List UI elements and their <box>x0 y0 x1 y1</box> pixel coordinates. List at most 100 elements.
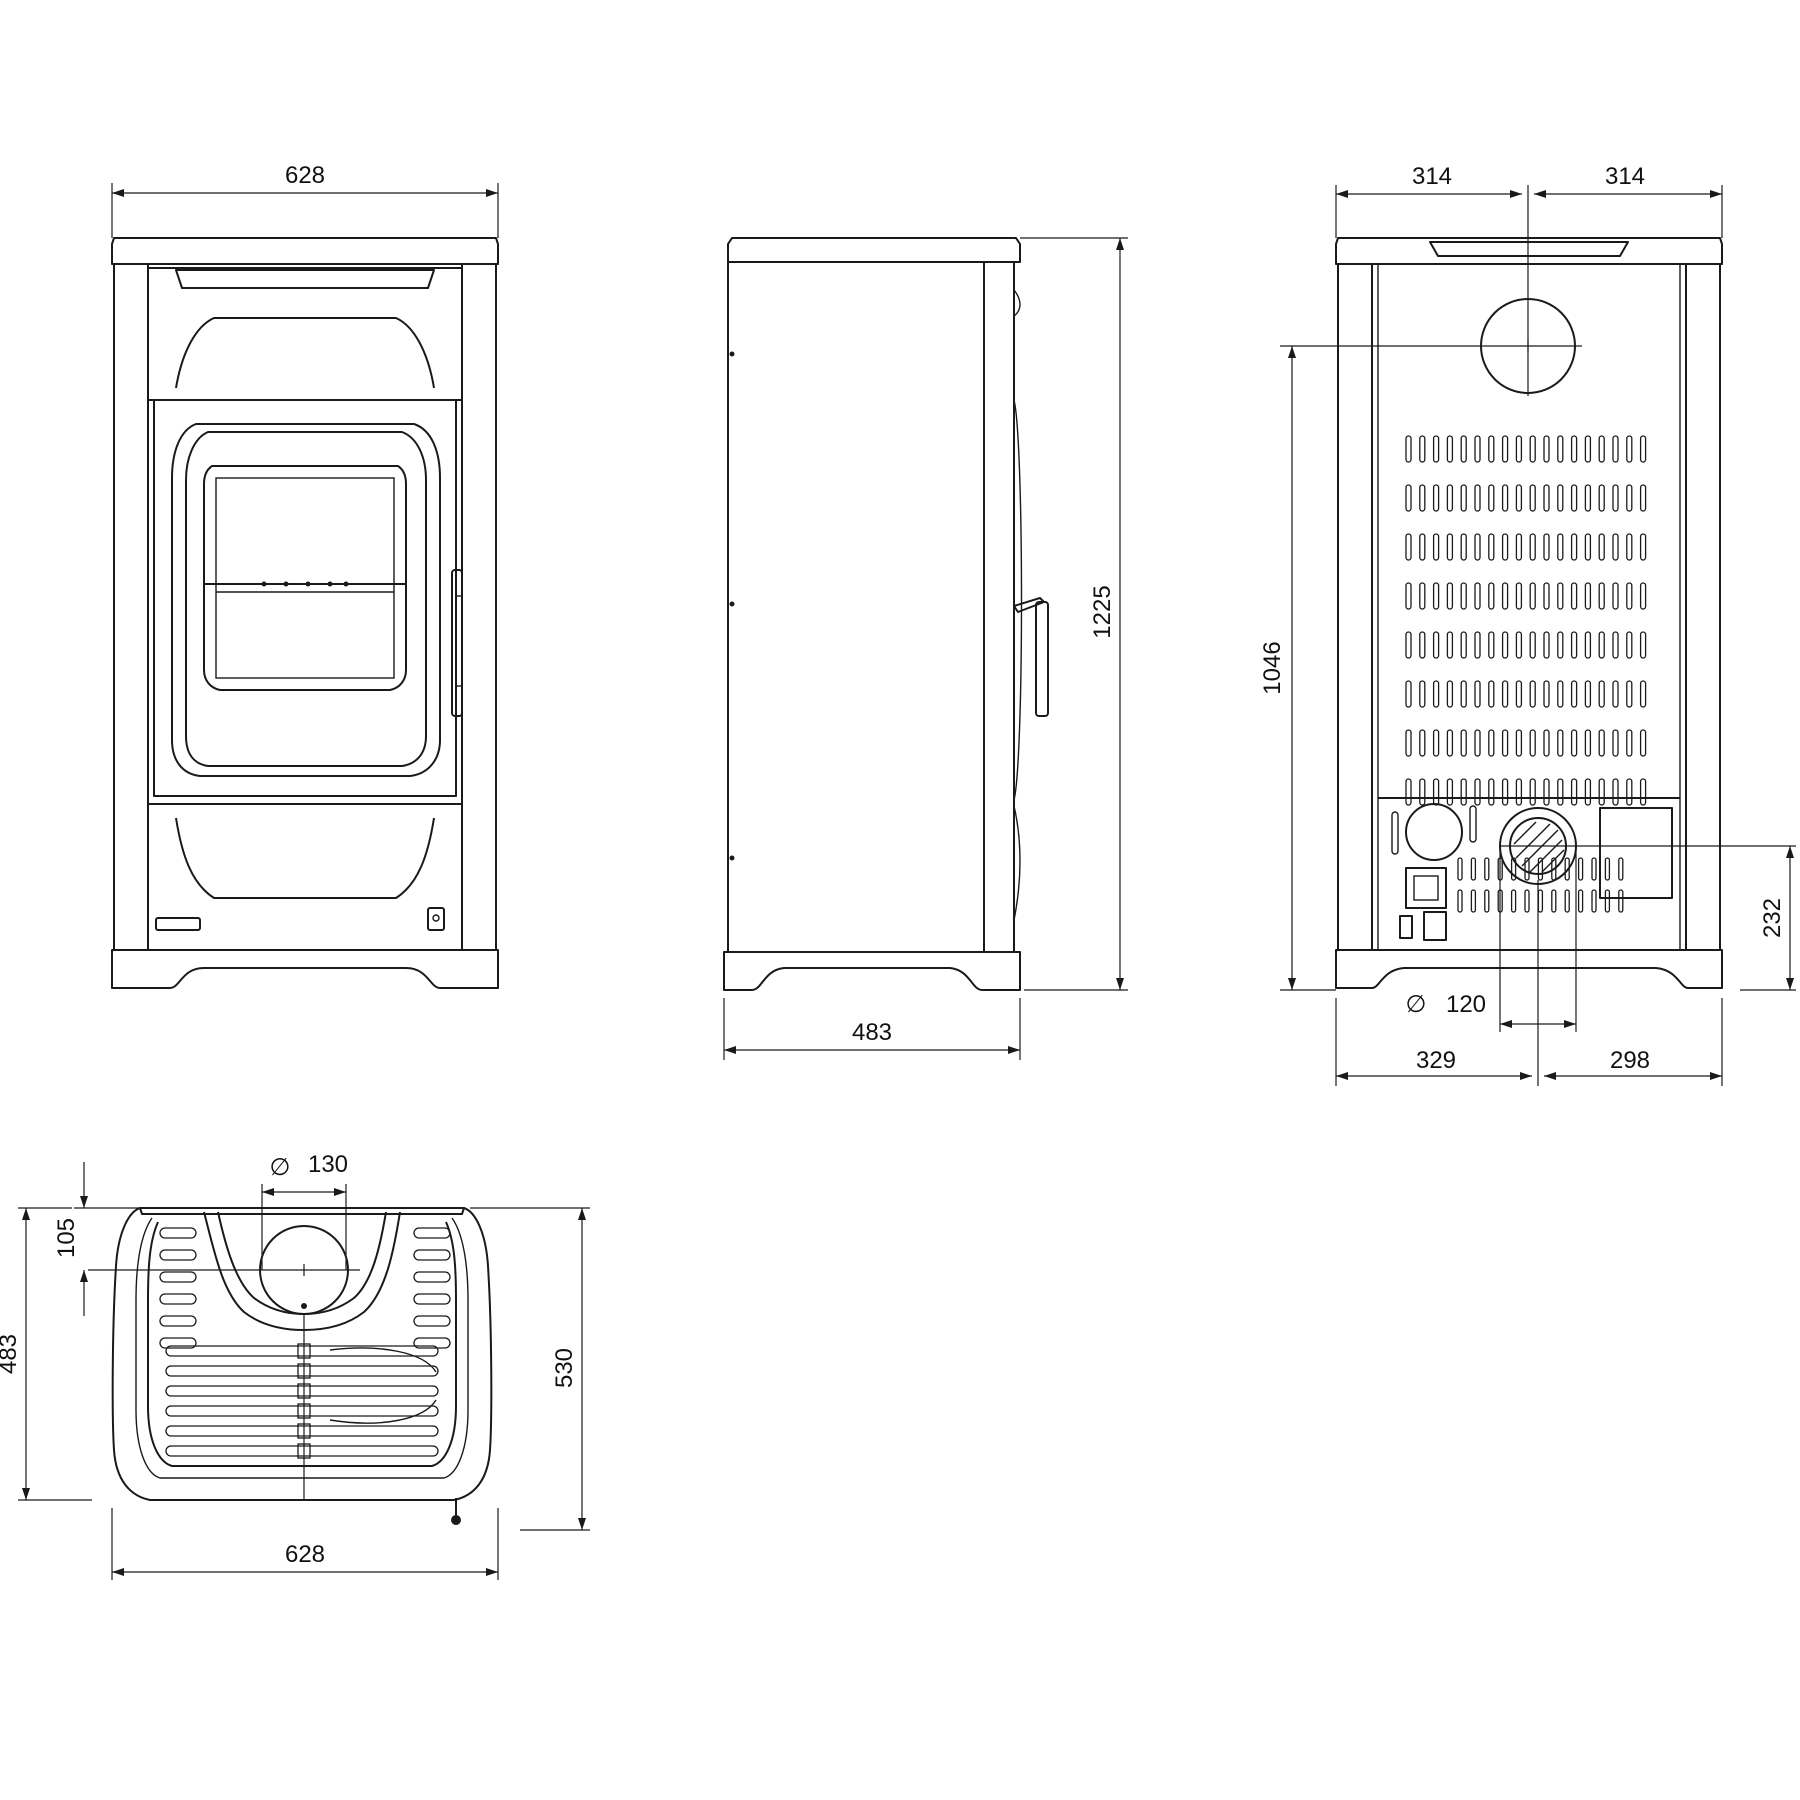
vent-slot <box>1584 582 1592 610</box>
vent-slot <box>1529 435 1536 463</box>
vent-slot <box>1639 680 1647 708</box>
vent-slot <box>1432 631 1440 659</box>
vent-slot <box>1446 484 1454 512</box>
vent-slot <box>1460 582 1467 610</box>
grille-slat <box>165 1445 439 1457</box>
grille-slat <box>413 1227 451 1239</box>
vent-slot <box>1460 484 1467 512</box>
side-depth-label: 483 <box>852 1019 892 1046</box>
vent-slot <box>1557 435 1564 463</box>
grille-slat <box>159 1271 197 1283</box>
vent-slot <box>1584 778 1592 806</box>
grille-clip <box>297 1343 311 1359</box>
rear-air-inlet-diameter-dimension: ∅ 120 <box>1406 846 1577 1032</box>
vent-slot <box>1488 533 1495 561</box>
vent-slot <box>1598 484 1605 512</box>
top-flue-offset-dimension: 105 <box>53 1162 142 1316</box>
grille-slat <box>165 1345 439 1357</box>
glass-rivets <box>261 581 349 587</box>
vent-slot <box>1432 484 1440 512</box>
rear-flue-height-label: 1046 <box>1259 641 1286 694</box>
vent-slot <box>1584 631 1592 659</box>
vent-slot <box>1419 729 1426 757</box>
top-flue-offset-label: 105 <box>53 1218 80 1258</box>
top-view: ∅ 130 105 483 530 628 <box>0 1151 590 1580</box>
vent-slot <box>1446 631 1454 659</box>
vent-slot <box>1529 533 1536 561</box>
diameter-symbol-130: ∅ <box>270 1154 291 1181</box>
vent-slot <box>1639 631 1647 659</box>
vent-slot <box>1432 680 1440 708</box>
vent-slot <box>1584 533 1592 561</box>
vent-slot <box>1551 889 1557 913</box>
vent-slot <box>1474 484 1481 512</box>
vent-slot <box>1591 857 1597 881</box>
vent-slot <box>1570 435 1578 463</box>
vent-slot <box>1639 582 1647 610</box>
vent-slot <box>1529 778 1536 806</box>
grille-slat <box>159 1315 197 1327</box>
vent-slot <box>1474 533 1481 561</box>
vent-slot <box>1584 484 1592 512</box>
top-flue-diameter-label: 130 <box>308 1151 348 1178</box>
vent-slot <box>1460 533 1467 561</box>
vent-slot <box>1577 857 1584 881</box>
vent-slot <box>1419 582 1426 610</box>
vent-slot <box>1457 857 1463 881</box>
vent-slot <box>1529 631 1536 659</box>
vent-slot <box>1515 582 1523 610</box>
vent-slot <box>1446 435 1454 463</box>
vent-slot <box>1446 582 1454 610</box>
vent-slot <box>1501 729 1509 757</box>
top-depth-dimension: 483 <box>0 1207 92 1501</box>
vent-slot <box>1612 729 1619 757</box>
vent-slot <box>1584 435 1592 463</box>
vent-slot <box>1543 435 1550 463</box>
grille-slat <box>159 1293 197 1305</box>
vent-slot <box>1598 533 1605 561</box>
vent-slot <box>1432 778 1440 806</box>
front-badge <box>155 917 201 931</box>
vent-slot <box>1543 729 1550 757</box>
vent-slot <box>1405 533 1412 561</box>
vent-slot <box>1501 582 1509 610</box>
vent-slot <box>1570 484 1578 512</box>
vent-slot <box>1488 582 1495 610</box>
rear-air-inlet-height-dimension: 232 <box>1500 845 1796 991</box>
vent-slot <box>1460 435 1467 463</box>
vent-slot <box>1419 631 1426 659</box>
grille-slat <box>413 1337 451 1349</box>
side-depth-dimension: 483 <box>723 998 1021 1060</box>
vent-slot <box>1598 680 1605 708</box>
vent-slot <box>1501 484 1509 512</box>
vent-slot <box>1543 680 1550 708</box>
handle-knob-icon <box>451 1515 461 1525</box>
grille-clip <box>297 1403 311 1419</box>
side-view: 1225 483 <box>723 237 1128 1060</box>
vent-slot <box>1529 729 1536 757</box>
vent-slot <box>1543 484 1550 512</box>
top-flue-diameter-dimension: ∅ 130 <box>261 1151 348 1270</box>
vent-slot <box>1405 680 1412 708</box>
vent-slot <box>1419 484 1426 512</box>
vent-slot <box>1557 680 1564 708</box>
vent-slot <box>1598 778 1605 806</box>
vent-slot <box>1488 778 1495 806</box>
rear-offset-left-label: 329 <box>1416 1047 1456 1074</box>
grille-slat <box>413 1293 451 1305</box>
rear-air-inlet-diameter-label: 120 <box>1446 991 1486 1018</box>
vent-slot <box>1612 582 1619 610</box>
vent-slot <box>1626 680 1633 708</box>
top-width-dimension: 628 <box>111 1508 499 1580</box>
rear-offset-right-label: 298 <box>1610 1047 1650 1074</box>
vent-slot <box>1577 889 1584 913</box>
rear-switch-icon <box>1423 911 1447 941</box>
side-height-label: 1225 <box>1089 585 1116 638</box>
vent-slot <box>1484 857 1490 881</box>
vent-slot <box>1598 582 1605 610</box>
vent-slot <box>1618 889 1624 913</box>
vent-slot <box>1419 680 1426 708</box>
top-depth-with-handle-label: 530 <box>551 1348 578 1388</box>
vent-slot <box>1432 435 1440 463</box>
vent-slot <box>1515 484 1523 512</box>
